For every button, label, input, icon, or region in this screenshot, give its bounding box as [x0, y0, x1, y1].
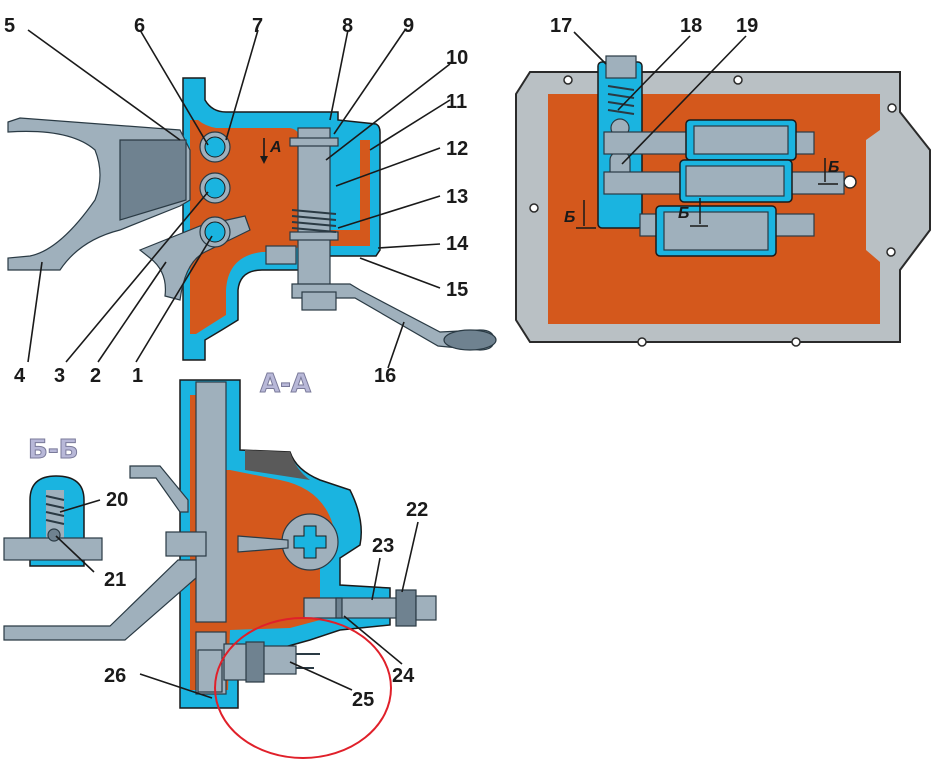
view-marker-a: A	[269, 139, 282, 156]
fork-arm-5	[119, 139, 187, 221]
callout-8: 8	[342, 15, 353, 37]
callout-19: 19	[736, 15, 758, 37]
callout-7: 7	[252, 15, 263, 37]
switch-hex	[245, 641, 265, 683]
cover-bolt-holes	[529, 75, 897, 347]
callout-labels: 5 6 7 8 9 10 11 12 13 14 15 16 4 3 2 1 1…	[4, 15, 758, 711]
detent-plug	[605, 55, 637, 79]
callout-11: 11	[446, 91, 467, 113]
callout-26: 26	[104, 665, 126, 687]
washer-24	[335, 597, 343, 619]
aa-dark-cap	[245, 450, 310, 480]
section-marker-b-left: Б	[564, 209, 575, 226]
callout-15: 15	[446, 279, 468, 301]
nut-22	[395, 589, 417, 627]
top-view: Б Б Б	[515, 55, 931, 347]
bb-ball-21	[47, 528, 61, 542]
callout-14: 14	[446, 233, 469, 255]
section-aa-view	[3, 379, 437, 759]
callout-2: 2	[90, 365, 101, 387]
shaft-collar-top	[289, 137, 339, 147]
highlight-ellipse	[214, 617, 392, 759]
callout-21: 21	[104, 569, 126, 591]
callout-18: 18	[680, 15, 702, 37]
leader-lines	[27, 29, 747, 699]
callout-10: 10	[446, 47, 468, 69]
housing-bolt	[265, 245, 297, 265]
callout-5: 5	[4, 15, 15, 37]
lever-bushing	[443, 329, 497, 351]
callout-12: 12	[446, 138, 468, 160]
callout-23: 23	[372, 535, 394, 557]
selector-shaft	[297, 127, 331, 289]
lever-nut	[301, 291, 337, 311]
callout-13: 13	[446, 186, 468, 208]
main-view: A	[7, 77, 497, 361]
section-title-bb: Б-Б	[28, 435, 78, 465]
callout-3: 3	[54, 365, 65, 387]
callout-6: 6	[134, 15, 145, 37]
aa-lever	[3, 559, 197, 641]
main-interior	[190, 120, 370, 334]
section-marker-b-right: Б	[828, 159, 839, 176]
section-bb-view	[3, 475, 103, 567]
aa-shaft	[195, 381, 227, 623]
section-markers-b: Б Б Б	[564, 158, 839, 229]
callout-9: 9	[403, 15, 414, 37]
screw-end	[415, 595, 437, 621]
shaft-collar-bottom	[289, 231, 339, 241]
section-marker-b-middle: Б	[678, 205, 689, 222]
view-arrow-a: A	[260, 138, 282, 164]
adjust-screw-23	[303, 597, 405, 619]
callout-20: 20	[106, 489, 128, 511]
callout-4: 4	[14, 365, 26, 387]
callout-24: 24	[392, 665, 415, 687]
shift-rods	[199, 131, 231, 248]
aa-clamp	[165, 531, 207, 557]
aa-upper-arm	[129, 465, 189, 513]
spring-18	[607, 85, 635, 115]
callout-16: 16	[374, 365, 396, 387]
callout-22: 22	[406, 499, 428, 521]
callout-17: 17	[550, 15, 572, 37]
callout-1: 1	[132, 365, 143, 387]
bb-spring-20	[45, 495, 65, 525]
spring-13	[291, 209, 337, 233]
aa-hub-cross	[293, 525, 327, 559]
aa-hub-arm	[237, 535, 289, 553]
section-title-aa: А-А	[260, 369, 311, 399]
callout-25: 25	[352, 689, 374, 711]
